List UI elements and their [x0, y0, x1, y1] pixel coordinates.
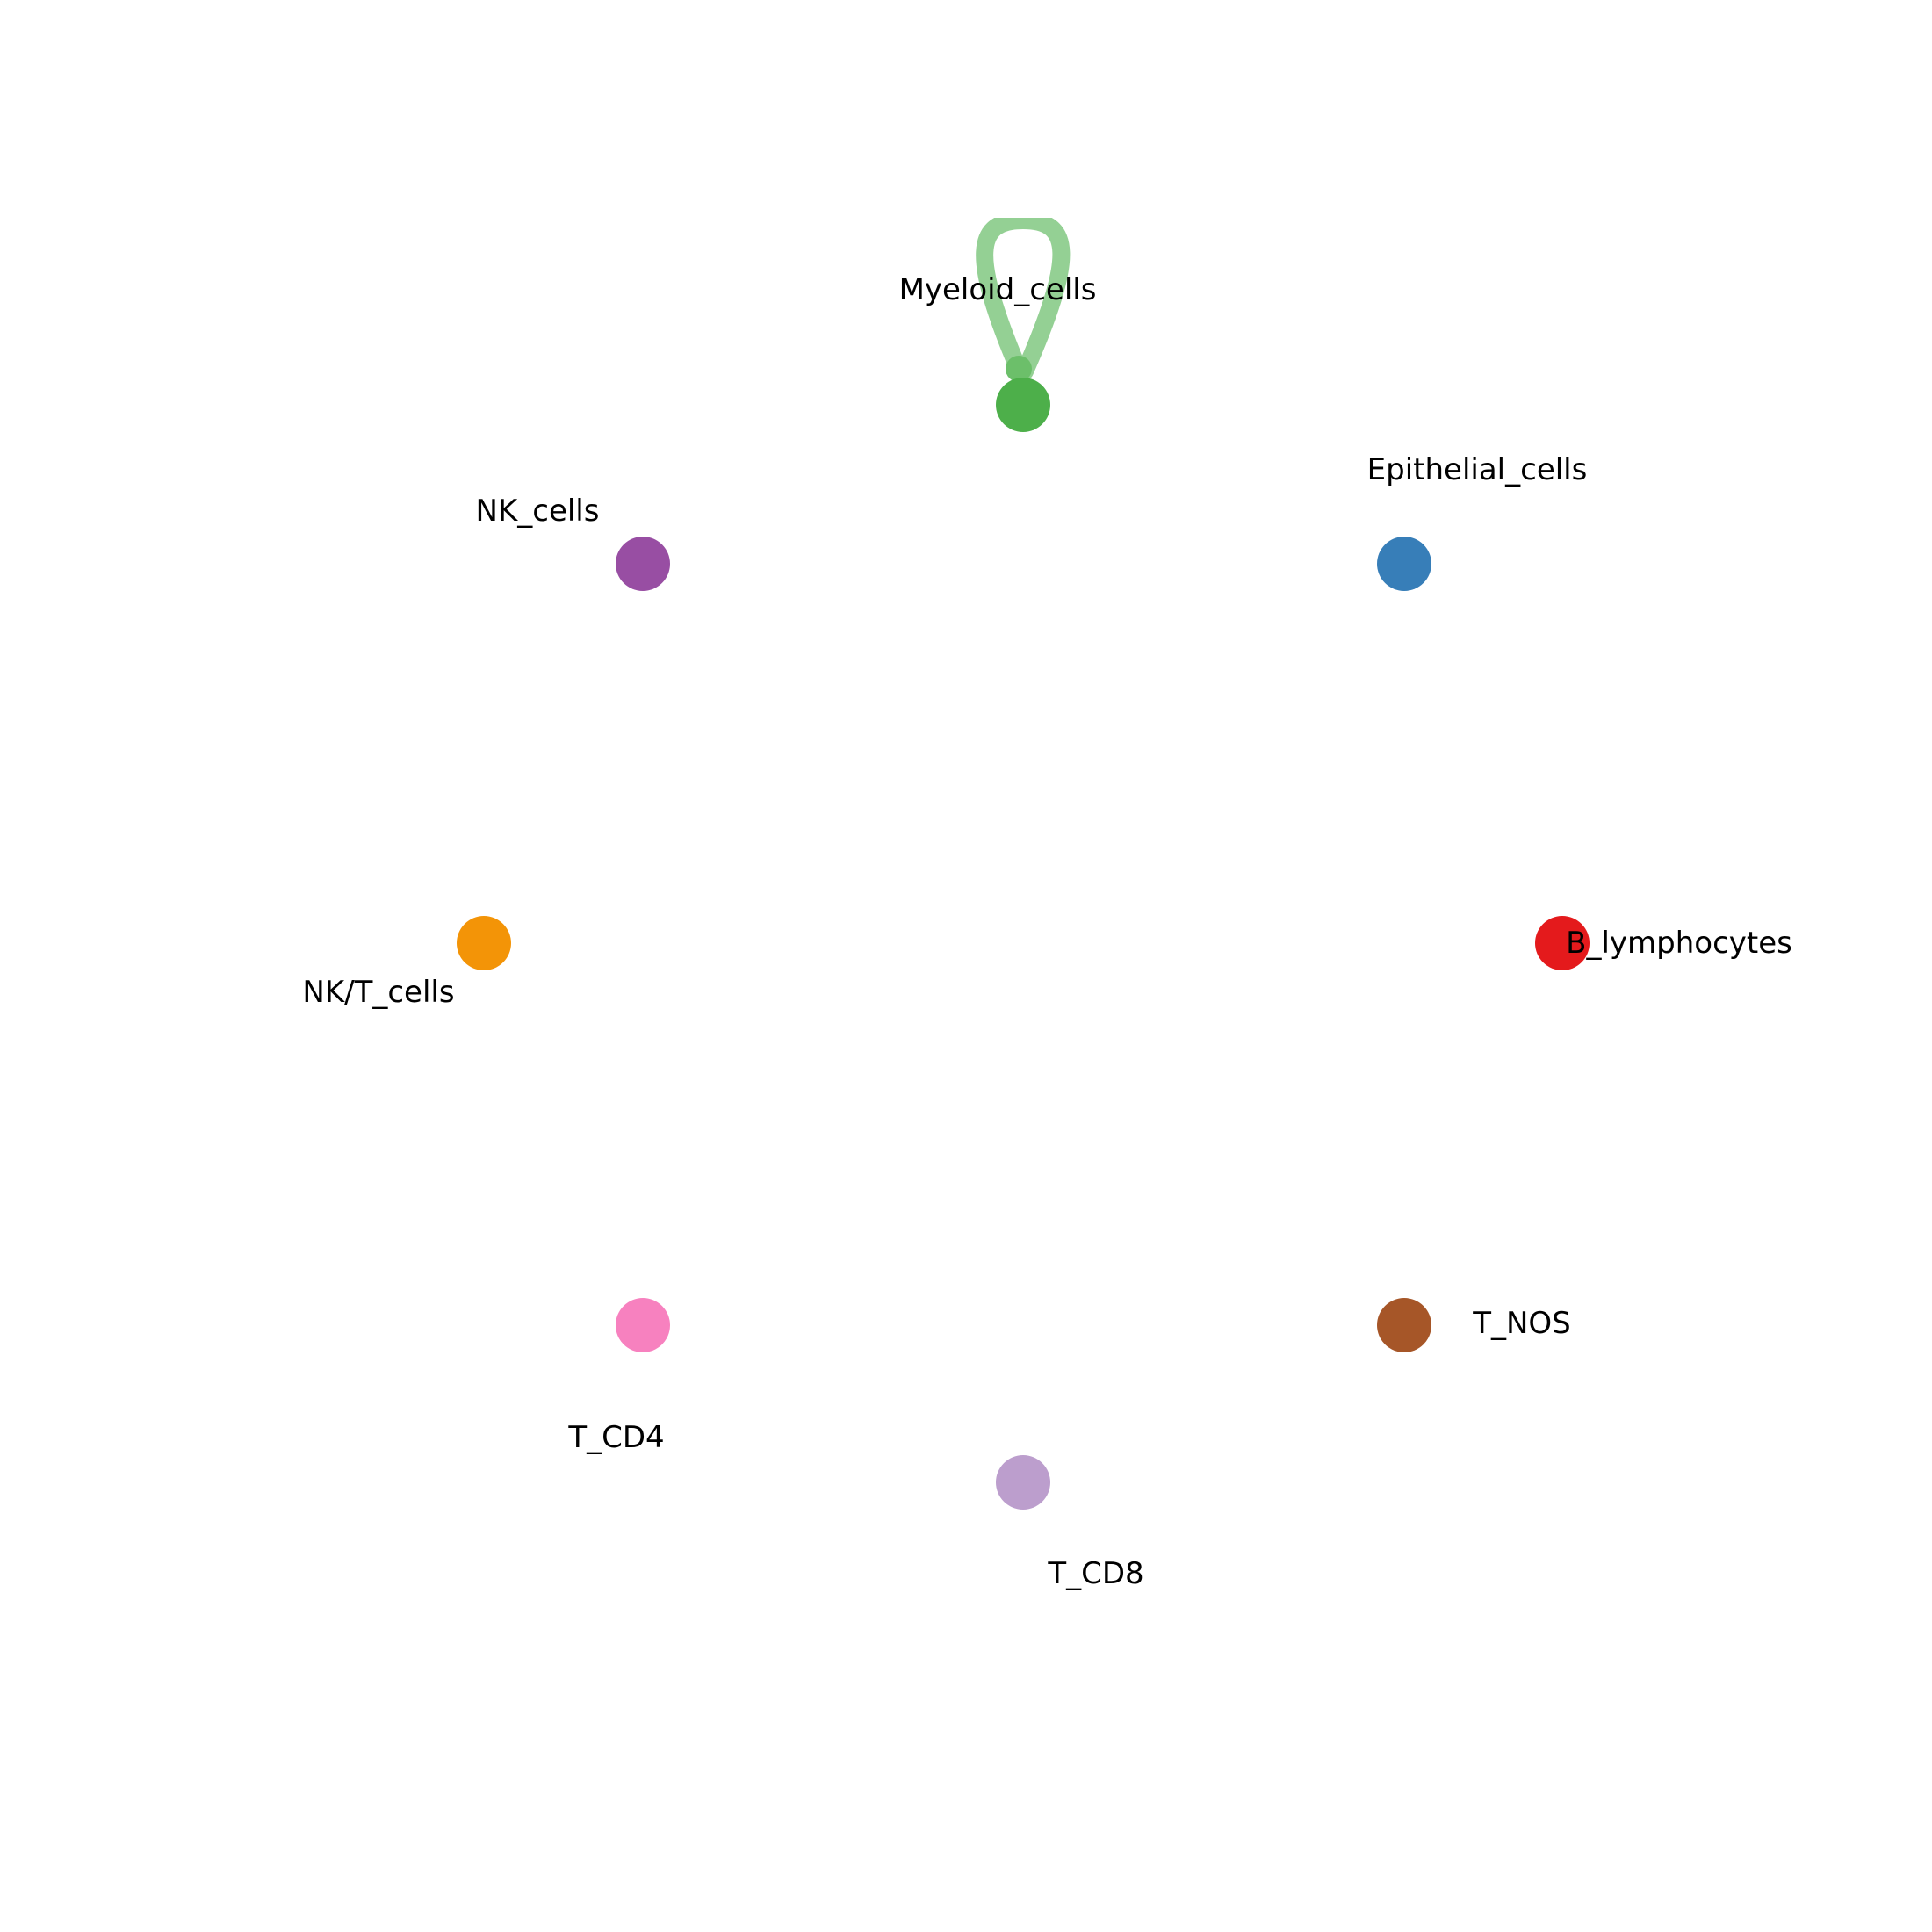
node-label: B_lymphocytes — [1566, 926, 1792, 961]
node-t-cd8[interactable] — [996, 1455, 1050, 1510]
node-label: Myeloid_cells — [899, 272, 1097, 307]
node-t-nos[interactable] — [1377, 1298, 1431, 1352]
node-epithelial-cells[interactable] — [1377, 537, 1431, 591]
node-b-lymphocytes[interactable] — [1535, 916, 1590, 970]
node-label: Epithelial_cells — [1367, 452, 1588, 487]
node-label: NK/T_cells — [302, 975, 454, 1010]
node-label: T_CD4 — [567, 1420, 664, 1455]
node-label: NK_cells — [476, 494, 600, 529]
node-myeloid-cells[interactable] — [996, 378, 1050, 432]
node-label: T_NOS — [1472, 1306, 1571, 1341]
node-t-cd4[interactable] — [616, 1298, 670, 1352]
edge-arrowhead — [1006, 356, 1032, 382]
node-nk-t-cells[interactable] — [457, 916, 511, 970]
node-nk-cells[interactable] — [616, 537, 670, 591]
edge-self-loop-0 — [976, 218, 1071, 380]
node-label: T_CD8 — [1047, 1556, 1143, 1591]
